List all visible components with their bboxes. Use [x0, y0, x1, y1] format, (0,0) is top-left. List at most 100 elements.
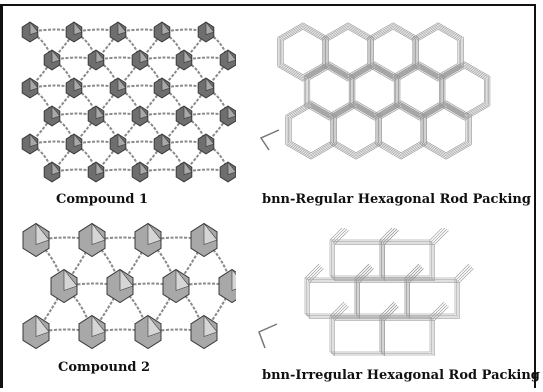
rod-line	[374, 67, 395, 80]
rod-line	[415, 25, 439, 40]
rod-line	[302, 65, 328, 80]
rod-line	[371, 63, 394, 77]
rod-line	[441, 64, 465, 79]
rod-line	[381, 106, 402, 119]
rod-line	[440, 63, 465, 78]
rod-line	[379, 105, 402, 119]
rod-line	[333, 103, 357, 118]
compound-1-polyhedron-face	[161, 21, 171, 36]
rod-line	[336, 106, 357, 119]
rod-line	[289, 105, 312, 119]
rod-line	[325, 25, 349, 40]
rod-line	[355, 141, 378, 155]
rod-line	[423, 142, 447, 157]
rod-line	[355, 103, 379, 118]
rod-line	[464, 61, 491, 77]
compound-2-ligand	[203, 285, 233, 333]
rod-line	[384, 230, 399, 245]
rod-line	[445, 141, 467, 154]
rod-line	[375, 144, 402, 160]
compound-1-polyhedron-face	[73, 77, 83, 92]
compound-2-polyhedron-face	[91, 314, 106, 337]
rod-line	[304, 105, 330, 121]
rod-line	[392, 22, 419, 38]
rod-line	[419, 61, 446, 77]
rod-line	[404, 263, 420, 279]
rod-line	[400, 106, 421, 119]
rod-line	[310, 106, 331, 119]
rod-line	[355, 143, 381, 158]
rod-line	[368, 24, 394, 39]
rod-line	[374, 66, 396, 80]
rod-box	[406, 279, 457, 316]
rod-line	[407, 266, 423, 282]
rod-line	[419, 67, 440, 80]
rod-line	[309, 102, 330, 115]
compound-2-image	[22, 222, 236, 350]
rod-box	[332, 242, 384, 280]
rod-line	[370, 25, 394, 40]
rod-line	[400, 103, 424, 118]
compound-1-polyhedron-face	[205, 21, 215, 36]
rod-line	[309, 67, 330, 80]
rod-line	[310, 143, 336, 158]
rod-line	[329, 228, 343, 241]
rod-line	[392, 27, 415, 41]
bnn-irregular-image	[258, 228, 474, 356]
rod-line	[329, 103, 353, 118]
rod-line	[280, 25, 304, 40]
rod-line	[379, 228, 393, 241]
rod-line	[305, 104, 330, 119]
rod-line	[456, 265, 471, 280]
compound-1-polyhedron-face	[205, 77, 215, 92]
axis-indicator	[259, 129, 280, 151]
rod-line	[400, 141, 421, 154]
rod-box	[381, 241, 432, 278]
rod-line	[356, 265, 371, 280]
rod-line	[379, 141, 402, 155]
bnn-regular-caption: bnn-Regular Hexagonal Rod Packing	[262, 192, 531, 207]
rod-line	[323, 65, 349, 80]
rod-line	[412, 22, 439, 38]
rod-line	[464, 103, 488, 118]
rod-line	[464, 102, 485, 115]
rod-line	[331, 143, 357, 158]
rod-line	[382, 228, 398, 244]
compound-1-polyhedron-face	[161, 133, 171, 148]
rod-line	[304, 263, 320, 279]
rod-line	[432, 304, 448, 320]
rod-line	[278, 24, 304, 39]
rod-line	[355, 142, 379, 157]
rod-line	[310, 102, 336, 117]
rod-line	[434, 230, 449, 245]
rod-line	[400, 105, 423, 119]
rod-line	[378, 103, 402, 118]
rod-line	[437, 64, 461, 79]
rod-line	[347, 24, 373, 39]
rod-line	[281, 63, 304, 77]
rod-line	[374, 64, 398, 79]
compound-2-caption: Compound 2	[58, 360, 151, 375]
rod-line	[326, 27, 349, 41]
compound-1-polyhedron-face	[139, 49, 149, 64]
compound-2-polyhedron-face	[147, 314, 162, 337]
rod-line	[310, 141, 331, 154]
rod-line	[329, 67, 350, 80]
rod-line	[416, 63, 439, 77]
compound-1-polyhedron-face	[95, 161, 105, 176]
compound-1-caption: Compound 1	[56, 192, 149, 207]
axis-indicator	[258, 323, 278, 349]
compound-1-polyhedron-face	[117, 77, 127, 92]
rod-line	[302, 63, 325, 77]
rod-line	[347, 27, 370, 41]
rod-line	[280, 64, 304, 79]
compound-1-polyhedron-face	[161, 77, 171, 92]
rod-line	[420, 100, 447, 116]
rod-line	[376, 102, 402, 117]
rod-line	[285, 144, 312, 160]
compound-1-polyhedron-face	[227, 49, 236, 64]
rod-line	[371, 27, 394, 41]
rod-box	[334, 320, 385, 356]
rod-line	[431, 303, 446, 318]
